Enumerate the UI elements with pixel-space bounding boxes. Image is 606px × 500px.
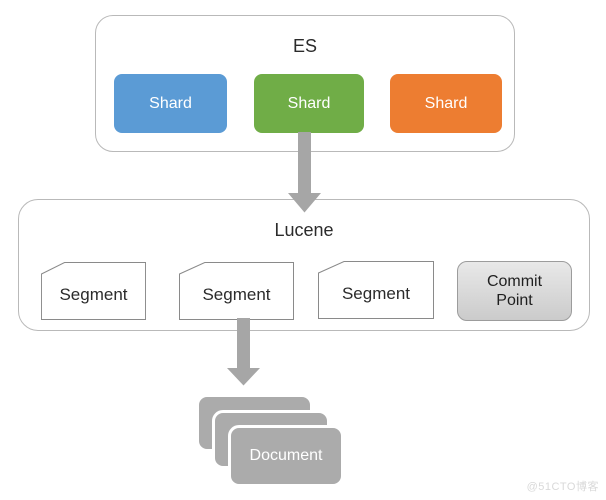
segment-box-3: Segment <box>318 261 434 319</box>
shard-label: Shard <box>149 94 192 112</box>
document-card-front: Document <box>228 425 344 487</box>
snipped-corner-shape <box>41 262 146 320</box>
down-arrow-icon <box>288 132 321 213</box>
commit-point-label-line2: Point <box>496 292 533 309</box>
document-label: Document <box>249 447 323 464</box>
shard-box-2: Shard <box>254 74 364 133</box>
segment-label: Segment <box>341 284 411 303</box>
watermark: @51CTO博客 <box>526 481 599 493</box>
segment-box-2: Segment <box>179 262 294 320</box>
commit-point-box: Commit Point <box>457 261 572 321</box>
segment-label: Segment <box>59 285 128 304</box>
shard-label: Shard <box>424 94 468 112</box>
shard-box-3: Shard <box>390 74 502 133</box>
lucene-title: Lucene <box>274 220 334 240</box>
shard-label: Shard <box>287 94 331 112</box>
es-title: ES <box>292 36 317 56</box>
snipped-corner-shape <box>179 262 294 320</box>
lucene-container: Lucene Segment Segment Segment Commit Po… <box>18 199 590 331</box>
segment-box-1: Segment <box>41 262 146 320</box>
snipped-corner-shape <box>318 261 434 319</box>
commit-point-label-line1: Commit <box>486 272 543 290</box>
es-container: ES Shard Shard Shard <box>95 15 515 152</box>
segment-label: Segment <box>202 285 271 304</box>
shard-box-1: Shard <box>114 74 227 133</box>
down-arrow-icon <box>227 318 260 386</box>
